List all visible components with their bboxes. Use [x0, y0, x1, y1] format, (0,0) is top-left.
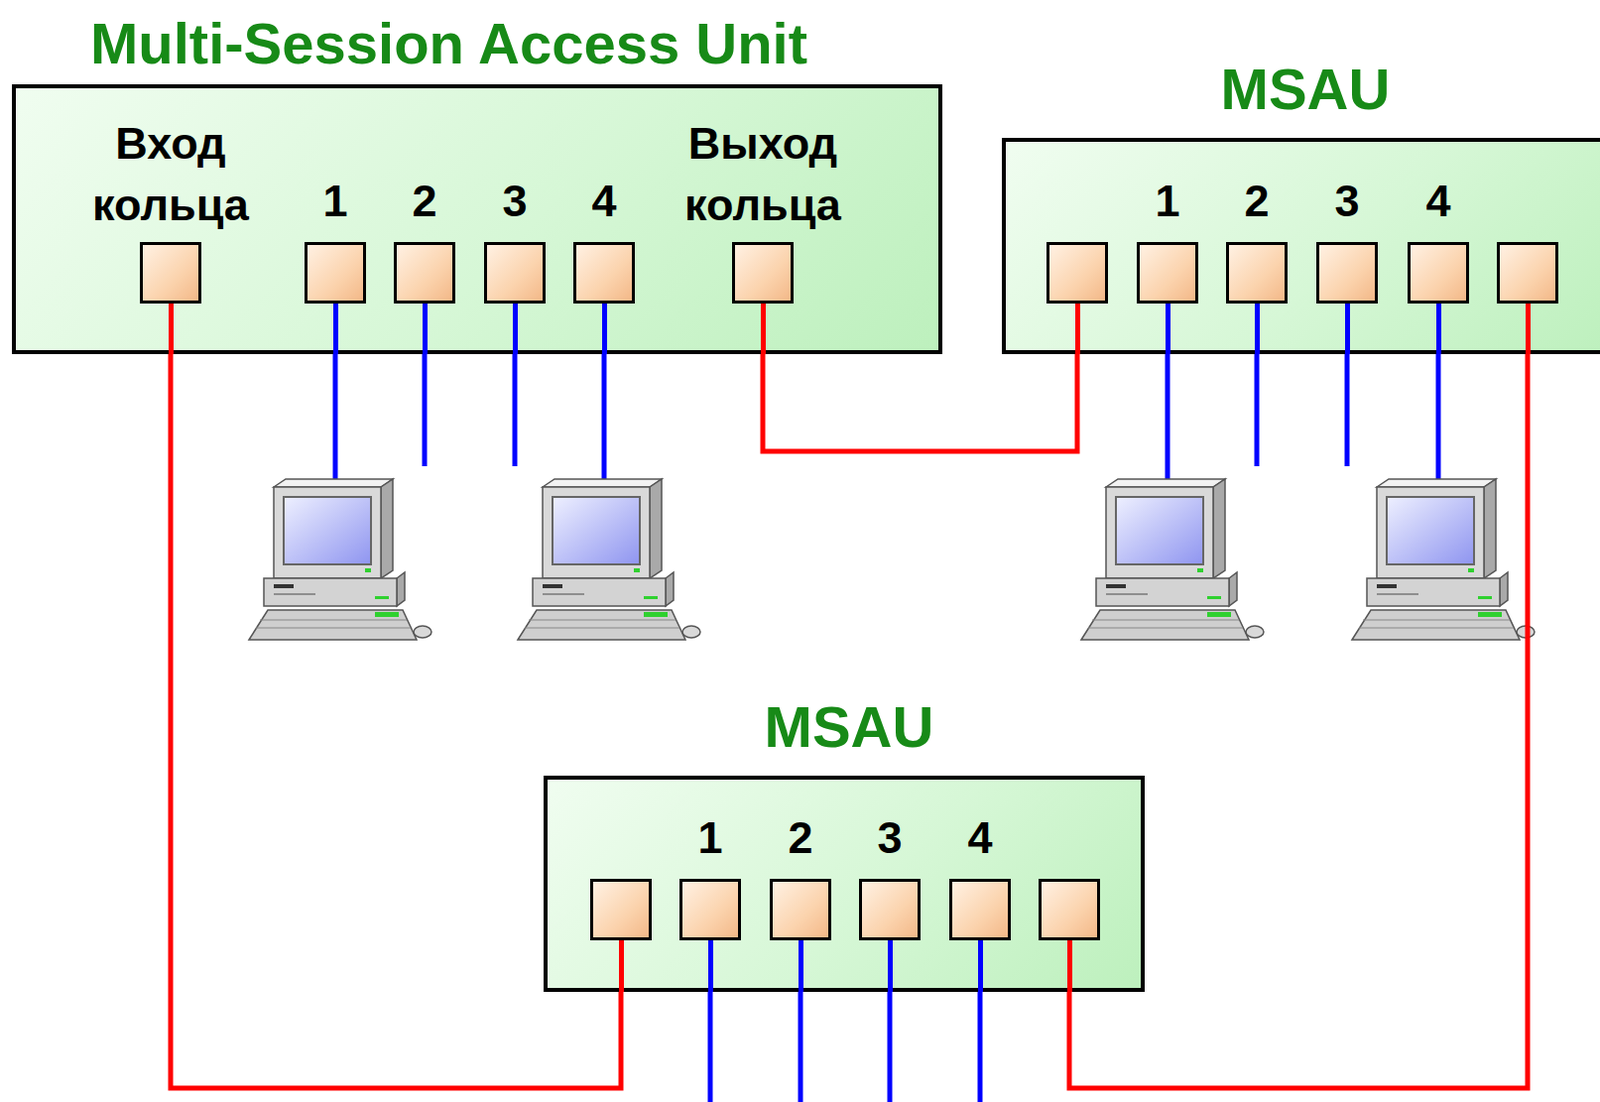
cable-stub — [1345, 303, 1351, 355]
station-cable — [708, 989, 714, 1102]
port-label: 3 — [1334, 176, 1359, 227]
port-label: 2 — [1243, 176, 1269, 227]
cable-stub — [618, 940, 624, 992]
device-heading: MSAU — [764, 698, 935, 756]
port-socket: 3 — [484, 242, 546, 304]
station-cable — [978, 989, 984, 1102]
port-socket: Вход кольца — [139, 242, 202, 304]
port-label: 1 — [697, 813, 723, 863]
port-socket: 4 — [573, 242, 635, 304]
station-cable — [887, 989, 893, 1102]
cable-stub — [1254, 303, 1260, 355]
port-label: 4 — [967, 813, 992, 863]
cable-stub — [1525, 303, 1531, 355]
cable-stub — [1067, 940, 1073, 992]
port-label: Вход кольца — [66, 113, 275, 237]
station-cable — [1254, 352, 1260, 467]
device-heading: MSAU — [1221, 60, 1391, 119]
msau-box: Multi-Session Access UnitВход кольца1234… — [11, 84, 943, 355]
port-socket: 1 — [679, 878, 741, 941]
cable-stub — [422, 303, 428, 355]
port-label: 4 — [1425, 176, 1451, 227]
port-label: 1 — [1154, 176, 1180, 227]
station-cable — [333, 352, 339, 480]
cable-stub — [512, 303, 518, 355]
station-cable — [602, 352, 608, 480]
port-socket: 4 — [949, 878, 1011, 941]
computer-icon — [248, 479, 432, 640]
port-label: Выход кольца — [658, 113, 867, 237]
computer-icon — [1352, 479, 1535, 640]
cable-stub — [1165, 303, 1171, 355]
cable-stub — [760, 303, 766, 355]
cable-stub — [333, 303, 339, 355]
port-socket: 2 — [1226, 242, 1288, 304]
ring-port — [1496, 242, 1559, 304]
port-socket: 2 — [393, 242, 456, 304]
cable-stub — [798, 940, 804, 992]
cable-stub — [708, 940, 714, 992]
ring-port — [1046, 242, 1108, 304]
port-socket: 3 — [1316, 242, 1378, 304]
port-socket: 3 — [859, 878, 921, 941]
port-label: 3 — [876, 813, 902, 863]
station-cable — [512, 352, 518, 467]
station-cable — [1165, 352, 1171, 480]
ring-port — [590, 878, 652, 941]
port-label: 2 — [411, 176, 437, 227]
computer-icon — [517, 479, 701, 640]
cable-stub — [168, 303, 174, 355]
port-label: 4 — [591, 176, 616, 227]
port-socket: 4 — [1407, 242, 1470, 304]
cable-stub — [1436, 303, 1442, 355]
station-cable — [1436, 352, 1442, 480]
device-heading: Multi-Session Access Unit — [90, 14, 808, 73]
station-cable — [1345, 352, 1351, 467]
cable-stub — [887, 940, 893, 992]
msau-box: MSAU1234 — [1001, 137, 1600, 355]
cable-stub — [978, 940, 984, 992]
station-cable — [422, 352, 428, 467]
ring-port — [1038, 878, 1101, 941]
port-label: 1 — [322, 176, 348, 227]
port-socket: Выход кольца — [732, 242, 794, 304]
cable-stub — [1075, 303, 1081, 355]
port-label: 3 — [501, 176, 527, 227]
cable-stub — [602, 303, 608, 355]
port-socket: 1 — [1136, 242, 1199, 304]
station-cable — [798, 989, 804, 1102]
computer-icon — [1081, 479, 1264, 640]
port-label: 2 — [787, 813, 813, 863]
blue-cables — [335, 352, 1439, 1102]
port-socket: 2 — [769, 878, 832, 941]
port-socket: 1 — [304, 242, 367, 304]
msau-box: MSAU1234 — [543, 775, 1145, 992]
